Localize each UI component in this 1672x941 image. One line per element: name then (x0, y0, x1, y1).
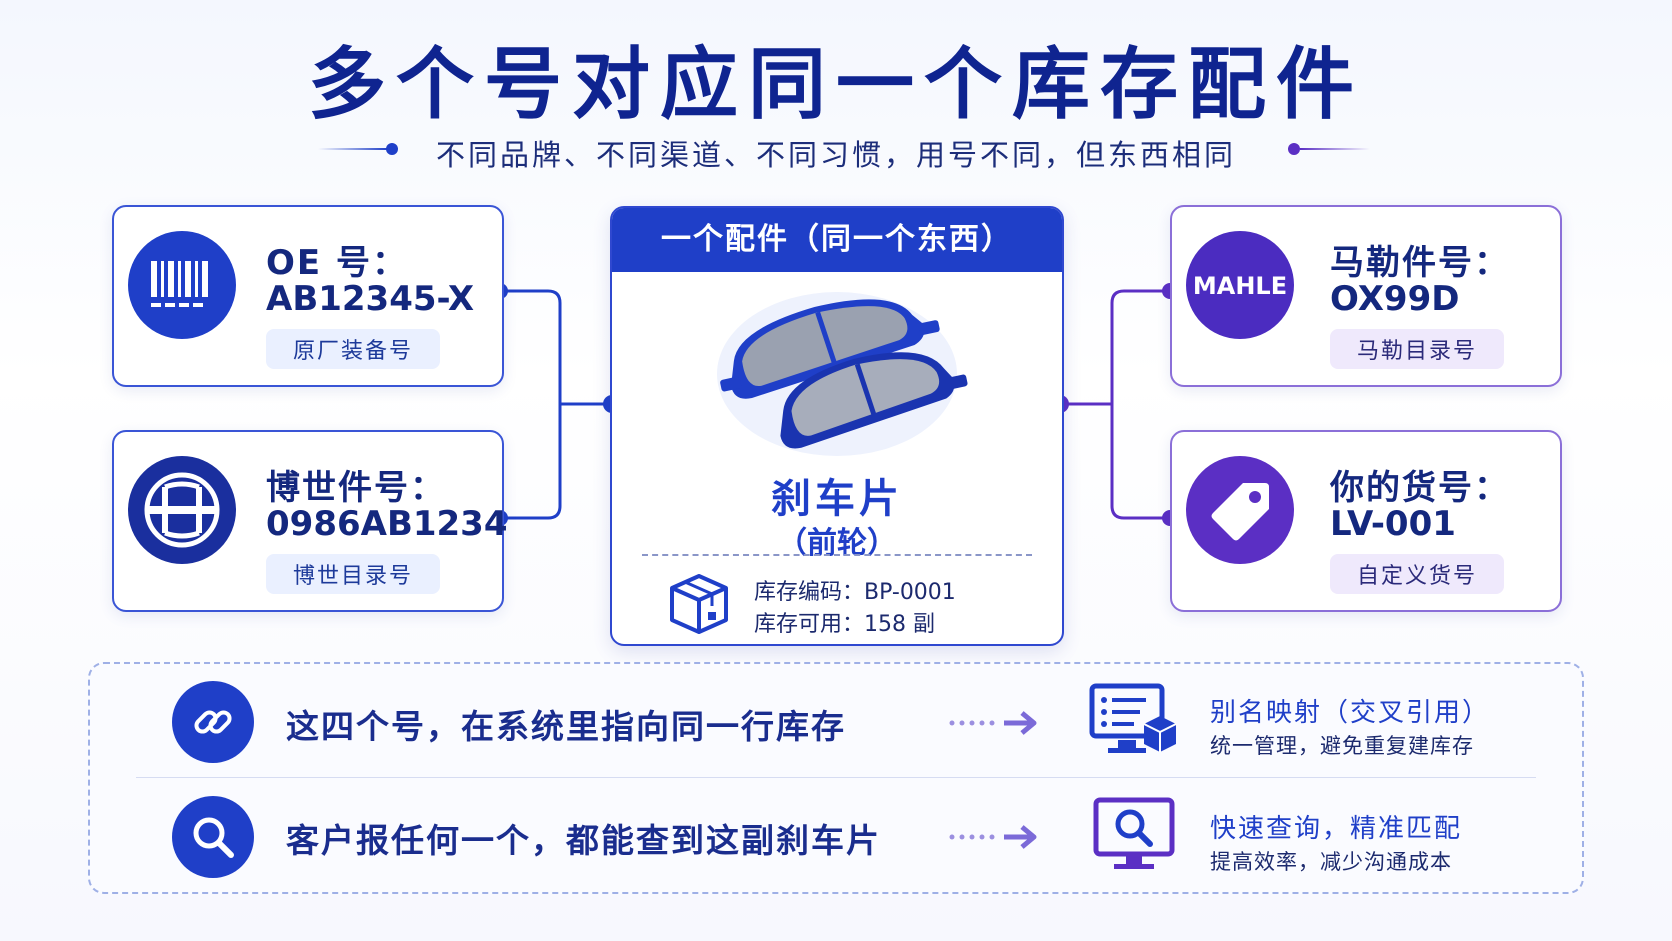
row2-right-sub: 提高效率，减少沟通成本 (1210, 850, 1452, 874)
mahle-number-card: MAHLE 马勒件号： OX99D 马勒目录号 (1170, 205, 1562, 387)
page-title: 多个号对应同一个库存配件 (307, 40, 1364, 130)
bosch-label: 博世件号： (266, 468, 446, 508)
row1-right-sub: 统一管理，避免重复建库存 (1210, 734, 1474, 758)
mahle-logo-text: MAHLE (1193, 272, 1287, 300)
oe-number: AB12345-X (266, 279, 475, 319)
mahle-tag: 马勒目录号 (1330, 329, 1504, 369)
mahle-number: OX99D (1330, 279, 1460, 319)
oe-label: OE 号： (266, 243, 408, 283)
price-tag-icon (1186, 456, 1294, 564)
connector-custom (1110, 404, 1170, 520)
row1-arrow (949, 711, 1037, 735)
summary-box: 这四个号，在系统里指向同一行库存 别名映射（交叉引用） 统一管理，避免重复建库存… (88, 662, 1584, 894)
link-icon (172, 681, 254, 763)
stock-code: 库存编码：BP-0001 (754, 580, 956, 605)
monitor-list-box-icon (1088, 682, 1180, 760)
center-part-card: 一个配件（同一个东西） 刹车片 （前轮） (610, 206, 1064, 646)
row2-right-title: 快速查询，精准匹配 (1210, 814, 1463, 844)
subtitle-row: 不同品牌、不同渠道、不同习惯，用号不同，但东西相同 (0, 128, 1672, 172)
monitor-search-icon (1088, 796, 1180, 874)
connector-oe (500, 289, 612, 406)
row2-arrow (949, 825, 1037, 849)
oe-number-card: OE 号： AB12345-X 原厂装备号 (112, 205, 504, 387)
oe-tag: 原厂装备号 (266, 329, 440, 369)
brake-pads-image (704, 282, 970, 462)
center-header: 一个配件（同一个东西） (612, 208, 1062, 272)
part-name: 刹车片 (771, 476, 903, 522)
subtitle-right-dot (1288, 143, 1300, 155)
mahle-label: 马勒件号： (1330, 243, 1510, 283)
box-icon (664, 568, 734, 638)
row1-right-title: 别名映射（交叉引用） (1210, 698, 1491, 728)
custom-number: LV-001 (1330, 504, 1456, 544)
row1-text: 这四个号，在系统里指向同一行库存 (286, 707, 846, 746)
center-divider (642, 554, 1032, 556)
connector-bosch (500, 404, 562, 520)
mahle-logo-icon: MAHLE (1186, 231, 1294, 339)
barcode-icon (128, 231, 236, 339)
subtitle-right-line (1300, 148, 1370, 150)
row-divider (136, 777, 1536, 778)
subtitle: 不同品牌、不同渠道、不同习惯，用号不同，但东西相同 (435, 138, 1236, 172)
custom-number-card: 你的货号： LV-001 自定义货号 (1170, 430, 1562, 612)
bosch-tag: 博世目录号 (266, 554, 440, 594)
connector-mahle (1060, 289, 1170, 406)
subtitle-left-dot (386, 143, 398, 155)
bosch-number-card: 博世件号： 0986AB1234 博世目录号 (112, 430, 508, 612)
bosch-number: 0986AB1234 (266, 504, 508, 544)
stock-available: 库存可用：158 副 (754, 612, 935, 637)
custom-label: 你的货号： (1330, 468, 1510, 508)
custom-tag: 自定义货号 (1330, 554, 1504, 594)
search-icon (172, 796, 254, 878)
subtitle-left-line (318, 148, 388, 150)
bosch-logo-icon (128, 456, 236, 564)
row2-text: 客户报任何一个，都能查到这副刹车片 (286, 821, 881, 860)
